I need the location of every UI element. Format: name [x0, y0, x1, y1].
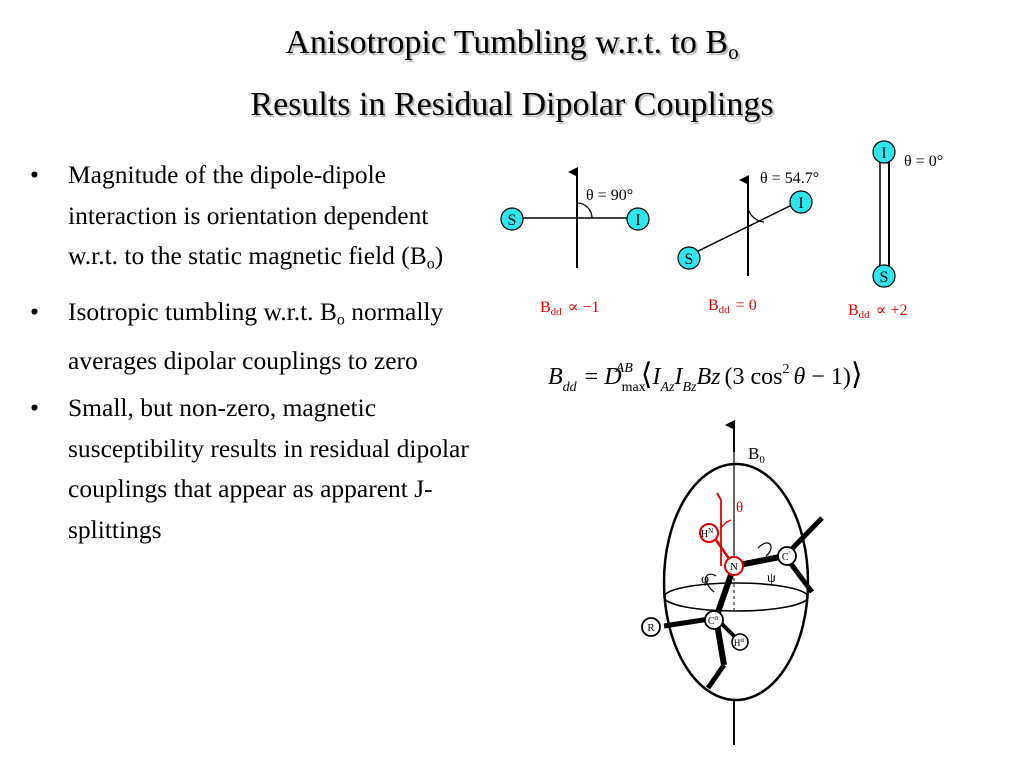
- diagram-theta-54-7: θ = 54.7° S I Bdd= 0: [677, 170, 819, 316]
- halpha-atom: [731, 633, 749, 651]
- bullet-3-text: Small, but non-zero, magnetic susceptibi…: [68, 393, 469, 544]
- bdd-relation: Bdd= 0: [708, 297, 757, 316]
- spin-i-label: I: [798, 195, 803, 212]
- nitrogen-atom: [724, 556, 744, 576]
- theta-arrow: [716, 492, 722, 501]
- title-b0-subscript: o: [728, 39, 739, 64]
- spin-s-label: S: [880, 269, 889, 286]
- bullet-2-subscript: o: [336, 311, 345, 329]
- bullet-list: • Magnitude of the dipole-dipole interact…: [30, 155, 482, 557]
- bullet-2-text-pre: Isotropic tumbling w.r.t. B: [68, 296, 337, 326]
- spin-i-atom: [626, 207, 650, 231]
- alignment-ellipsoid: [662, 462, 810, 702]
- angle-label: θ = 0°: [904, 153, 943, 170]
- bullet-1-end: ): [434, 241, 444, 270]
- bullet-1-subscript: o: [426, 255, 435, 273]
- calpha-atom: [704, 610, 724, 630]
- psi-rotation-arrow: [757, 542, 772, 557]
- spin-i-label: I: [881, 145, 886, 162]
- spin-i-atom: [872, 140, 896, 164]
- slide-title-line-2: Results in Residual Dipolar Couplings: [250, 86, 774, 123]
- theta-label: θ: [736, 500, 743, 516]
- psi-label: ψ: [767, 571, 776, 586]
- molecule-ellipsoid-figure: B0 θ φ ψ N HN C′ Cα Hα R: [641, 420, 824, 745]
- spin-i-label: I: [635, 212, 640, 229]
- angle-label: θ = 90°: [586, 187, 633, 204]
- bullet-1-text: Magnitude of the dipole-dipole interacti…: [68, 160, 429, 270]
- title-line-1-text: Anisotropic Tumbling w.r.t. to B: [285, 24, 729, 61]
- bdd-relation: Bdd∝ −1: [540, 299, 600, 318]
- spin-s-atom: [677, 246, 701, 270]
- r-group-label: R: [647, 622, 655, 634]
- spin-s-atom: [500, 207, 524, 231]
- angle-arc: [747, 207, 765, 223]
- cprime-atom: [777, 546, 797, 566]
- bullet-marker: •: [30, 296, 39, 326]
- dipole-vector: [687, 200, 801, 257]
- bullet-item-orientation: • Magnitude of the dipole-dipole interact…: [30, 155, 482, 285]
- phi-label: φ: [701, 572, 709, 587]
- theta-arc: [720, 519, 732, 529]
- spin-s-atom: [872, 264, 896, 288]
- hn-label: HN: [701, 527, 713, 540]
- phi-rotation-arrow: [705, 573, 717, 593]
- bullet-item-isotropic: • Isotropic tumbling w.r.t. Bo normally a…: [30, 292, 482, 381]
- angle-arc: [576, 202, 593, 219]
- bullet-item-susceptibility: • Small, but non-zero, magnetic susceptib…: [30, 388, 482, 550]
- diagram-theta-0: θ = 0° I S Bdd∝ +2: [848, 140, 943, 321]
- nitrogen-label: N: [730, 561, 738, 573]
- bullet-2-text-post: normally averages dipolar couplings to z…: [68, 296, 444, 375]
- calpha-down-bond-2: [705, 663, 727, 690]
- spin-s-label: S: [508, 212, 517, 229]
- diagram-theta-90: θ = 90° S I Bdd∝ −1: [500, 167, 650, 318]
- calpha-label: Cα: [708, 614, 719, 627]
- spin-i-atom: [789, 190, 813, 214]
- spin-s-label: S: [685, 251, 694, 268]
- halpha-label: Hα: [734, 636, 745, 648]
- slide-title-line-1: Anisotropic Tumbling w.r.t. to Bo: [0, 26, 1024, 63]
- b0-label: B0: [748, 444, 765, 466]
- equator-ring: [663, 582, 809, 612]
- angle-label: θ = 54.7°: [760, 170, 819, 187]
- r-group-atom: [641, 617, 661, 637]
- cprime-label: C′: [782, 550, 791, 563]
- bullet-marker: •: [30, 160, 39, 189]
- hn-atom: [699, 523, 719, 543]
- bdd-relation: Bdd∝ +2: [848, 302, 908, 321]
- bullet-marker: •: [30, 393, 39, 423]
